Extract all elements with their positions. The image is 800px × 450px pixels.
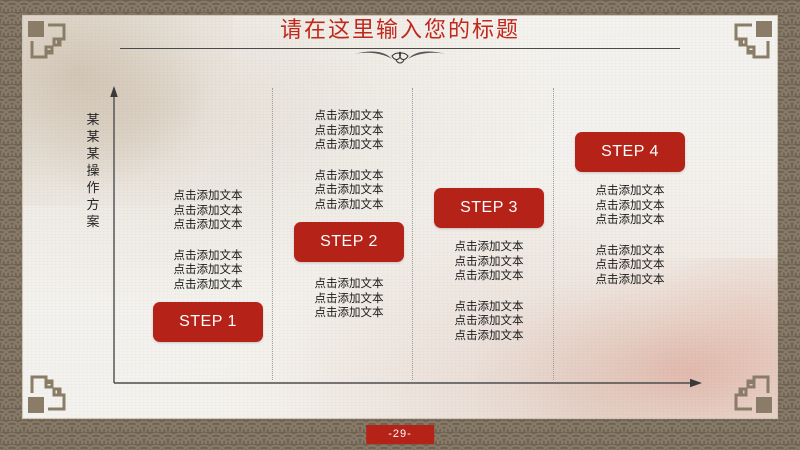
chinese-meander-corner-icon (734, 21, 772, 59)
chinese-meander-corner-icon (734, 375, 772, 413)
page-number-badge: -29- (366, 425, 434, 444)
text-line: 点击添加文本 (314, 122, 384, 137)
text-block: 点击添加文本 点击添加文本 点击添加文本 (281, 276, 417, 320)
spacer (562, 172, 698, 183)
step-column-4: STEP 4 点击添加文本 点击添加文本 点击添加文本 点击添加文本 点击添加文… (562, 100, 698, 286)
text-line: 点击添加文本 (314, 196, 384, 211)
text-line: 点击添加文本 (314, 276, 384, 290)
page-title: 请在这里输入您的标题 (279, 18, 520, 43)
title-divider-rule (120, 48, 680, 49)
text-line: 点击添加文本 (173, 202, 243, 217)
text-block: 点击添加文本 点击添加文本 点击添加文本 (281, 108, 417, 152)
step-button-4[interactable]: STEP 4 (575, 132, 685, 172)
y-axis-label-char: 操 (86, 164, 100, 179)
text-block: 点击添加文本 点击添加文本 点击添加文本 (281, 168, 417, 212)
y-axis-label-char: 某 (86, 147, 100, 162)
spacer (281, 100, 417, 108)
text-line: 点击添加文本 (454, 327, 524, 342)
step-column-2: 点击添加文本 点击添加文本 点击添加文本 点击添加文本 点击添加文本 点击添加文… (281, 100, 417, 320)
column-divider (412, 88, 413, 380)
text-line: 点击添加文本 (314, 167, 384, 182)
spacer (281, 152, 417, 168)
text-line: 点击添加文本 (454, 239, 524, 253)
text-line: 点击添加文本 (454, 313, 524, 327)
text-block: 点击添加文本 点击添加文本 点击添加文本 (562, 183, 698, 227)
text-block: 点击添加文本 点击添加文本 点击添加文本 (140, 188, 276, 232)
y-axis-label-char: 某 (86, 130, 100, 145)
spacer (421, 228, 557, 239)
corner-ornament-top-right (720, 15, 778, 73)
text-line: 点击添加文本 (314, 182, 384, 196)
text-line: 点击添加文本 (314, 137, 384, 151)
text-line: 点击添加文本 (314, 108, 384, 122)
column-divider (272, 88, 273, 380)
text-line: 点击添加文本 (595, 271, 665, 286)
text-block: 点击添加文本 点击添加文本 点击添加文本 (140, 248, 276, 292)
y-axis-label-char: 方 (86, 198, 100, 213)
text-line: 点击添加文本 (173, 262, 243, 276)
text-line: 点击添加文本 (595, 197, 665, 212)
text-line: 点击添加文本 (454, 253, 524, 268)
step-column-3: STEP 3 点击添加文本 点击添加文本 点击添加文本 点击添加文本 点击添加文… (421, 100, 557, 342)
spacer (140, 100, 276, 188)
spacer (562, 227, 698, 243)
text-block: 点击添加文本 点击添加文本 点击添加文本 (421, 299, 557, 343)
text-line: 点击添加文本 (314, 290, 384, 305)
text-line: 点击添加文本 (173, 217, 243, 231)
corner-ornament-bottom-right (720, 361, 778, 419)
title-area: 请在这里输入您的标题 (0, 18, 800, 44)
flourish-divider-icon (354, 51, 446, 64)
text-line: 点击添加文本 (595, 242, 665, 257)
text-line: 点击添加文本 (454, 298, 524, 313)
chinese-meander-corner-icon (28, 21, 66, 59)
spacer (562, 100, 698, 132)
y-axis-label-char: 作 (86, 181, 100, 196)
text-line: 点击添加文本 (595, 212, 665, 226)
text-line: 点击添加文本 (173, 247, 243, 262)
text-line: 点击添加文本 (454, 268, 524, 282)
spacer (140, 291, 276, 302)
y-axis-label-char: 案 (86, 215, 100, 230)
spacer (421, 100, 557, 188)
y-axis-label-char: 某 (86, 113, 100, 128)
text-line: 点击添加文本 (173, 276, 243, 291)
text-block: 点击添加文本 点击添加文本 点击添加文本 (562, 243, 698, 287)
corner-ornament-top-left (22, 15, 80, 73)
column-divider (553, 88, 554, 380)
step-button-3[interactable]: STEP 3 (434, 188, 544, 228)
spacer (140, 232, 276, 248)
step-button-1[interactable]: STEP 1 (153, 302, 263, 342)
y-axis-label: 某 某 某 操 作 方 案 (82, 112, 104, 231)
corner-ornament-bottom-left (22, 361, 80, 419)
text-block: 点击添加文本 点击添加文本 点击添加文本 (421, 239, 557, 283)
text-line: 点击添加文本 (173, 188, 243, 202)
text-line: 点击添加文本 (314, 305, 384, 319)
chinese-meander-corner-icon (28, 375, 66, 413)
spacer (281, 211, 417, 222)
text-line: 点击添加文本 (595, 257, 665, 271)
step-button-2[interactable]: STEP 2 (294, 222, 404, 262)
step-column-1: 点击添加文本 点击添加文本 点击添加文本 点击添加文本 点击添加文本 点击添加文… (140, 100, 276, 342)
text-line: 点击添加文本 (595, 183, 665, 197)
spacer (281, 262, 417, 276)
spacer (421, 283, 557, 299)
